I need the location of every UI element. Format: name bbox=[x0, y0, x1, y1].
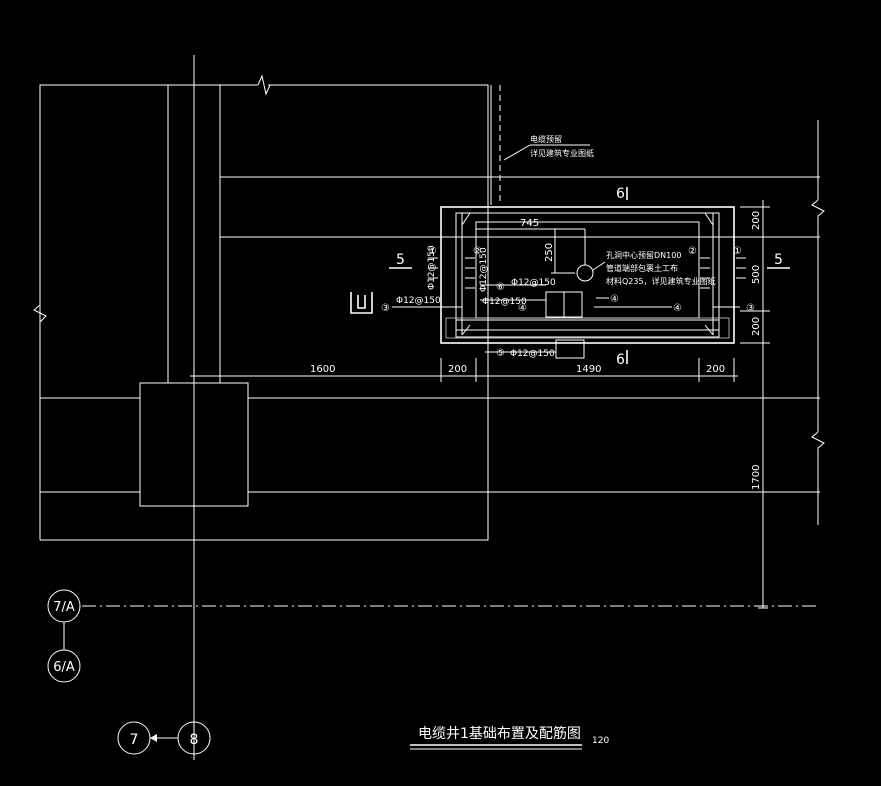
section-mark-left: 5 bbox=[396, 252, 405, 268]
wall-structure bbox=[33, 55, 825, 760]
dim-1700: 1700 bbox=[751, 465, 762, 490]
pipe-note-2: 管道端部包裹土工布 bbox=[606, 263, 678, 273]
grid-label-7a: 7/A bbox=[53, 600, 75, 615]
dim-200-left: 200 bbox=[448, 364, 467, 375]
cable-well bbox=[428, 206, 746, 359]
section-mark-right: 5 bbox=[774, 252, 783, 268]
rebar-4-b: ④ bbox=[610, 294, 619, 305]
rebar-3-right: ③ bbox=[746, 303, 755, 314]
rebar-spec-inner-vertical: Φ12@150 bbox=[479, 247, 489, 292]
notes: 电缆预留 详见建筑专业图纸 孔洞中心预留DN100 管道端部包裹土工布 材料Q2… bbox=[530, 134, 716, 286]
rebar-spec-5: Φ12@150 bbox=[510, 349, 555, 359]
pipe-note-1: 孔洞中心预留DN100 bbox=[606, 250, 681, 260]
grid-label-6a: 6/A bbox=[53, 660, 75, 675]
section-mark-bottom: 6 bbox=[616, 352, 625, 368]
dim-745: 745 bbox=[520, 218, 539, 229]
rebar-2-left: ② bbox=[473, 246, 482, 257]
drawing-title: 电缆井1基础布置及配筋图 120 bbox=[410, 725, 609, 750]
rebar-spec-3: Φ12@150 bbox=[396, 296, 441, 306]
bottom-dimension-chain bbox=[190, 358, 738, 382]
rebar-spec-left-vertical: Φ12@150 bbox=[427, 245, 437, 290]
rebar-spec-inner: Φ12@150 bbox=[482, 297, 527, 307]
rebar-4-c: ④ bbox=[673, 303, 682, 314]
rebar-3-left: ③ bbox=[381, 303, 390, 314]
dim-500: 500 bbox=[751, 265, 762, 284]
leader-lines bbox=[392, 144, 740, 353]
dim-250: 250 bbox=[544, 243, 555, 262]
pipe-note-3: 材料Q235，详见建筑专业图纸 bbox=[606, 276, 716, 286]
section-mark-top: 6 bbox=[616, 186, 625, 202]
pipe-hole bbox=[576, 264, 594, 282]
rebar-5: ⑤ bbox=[496, 348, 505, 359]
dim-200-bottom: 200 bbox=[751, 317, 762, 336]
rebar-1-left: ① bbox=[428, 246, 437, 257]
rebar-6: ⑥ bbox=[496, 282, 505, 293]
title-scale: 120 bbox=[592, 736, 609, 746]
title-text: 电缆井1基础布置及配筋图 bbox=[418, 725, 581, 742]
rebar-tags: ① ① ② ② ③ ③ ④ ④ ④ ⑤ ⑥ Φ12@150 Φ12@150 Φ1… bbox=[381, 245, 755, 359]
dim-200-right: 200 bbox=[706, 364, 725, 375]
rebar-1-right: ① bbox=[733, 246, 742, 257]
grid-label-7: 7 bbox=[130, 732, 139, 748]
dim-1490: 1490 bbox=[576, 364, 601, 375]
grid-label-8: 8 bbox=[190, 732, 199, 748]
channel-symbol bbox=[350, 292, 373, 314]
cable-note-2: 详见建筑专业图纸 bbox=[530, 148, 594, 158]
right-dimension-chain bbox=[740, 200, 770, 609]
cable-note-1: 电缆预留 bbox=[530, 134, 562, 144]
section-marks: 5 5 6 6 bbox=[389, 186, 790, 368]
grid-axes: 7/A 6/A 7 8 bbox=[47, 589, 820, 755]
rebar-4-a: ④ bbox=[518, 303, 527, 314]
rebar-2-right: ② bbox=[688, 246, 697, 257]
dimension-texts: 1600 200 1490 200 745 250 200 500 200 17… bbox=[310, 211, 762, 490]
rebar-spec-6: Φ12@150 bbox=[511, 278, 556, 288]
dim-200-top: 200 bbox=[751, 211, 762, 230]
dim-1600: 1600 bbox=[310, 364, 335, 375]
